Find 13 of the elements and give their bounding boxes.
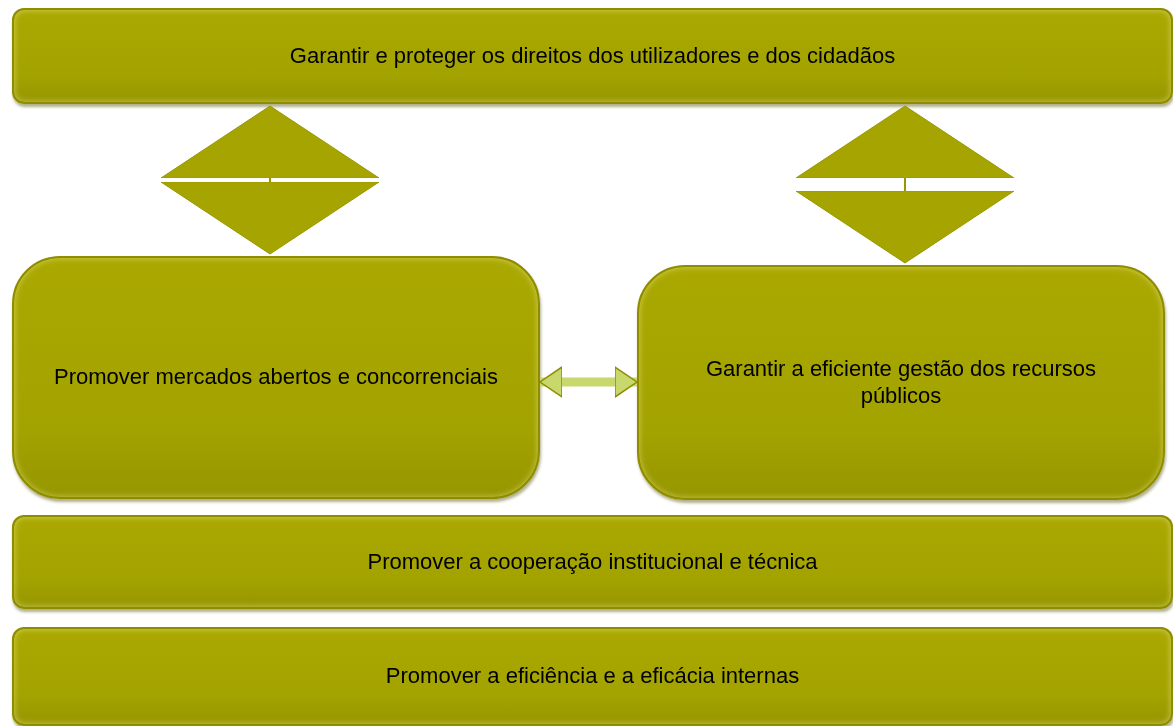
double-arrow: [795, 105, 1015, 264]
box-label: Garantir a eficiente gestão dos recursos públicos: [704, 355, 1098, 410]
banner-box: [12, 515, 1173, 609]
banner-box: [12, 8, 1173, 104]
double-arrow: [160, 105, 380, 255]
rounded-box: [12, 256, 540, 499]
box-label: Promover a cooperação institucional e técnica: [367, 548, 818, 576]
box-label: Promover a eficiência e a eficácia internas: [385, 663, 800, 690]
box-label: Garantir e proteger os direitos dos utilizadores e dos cidadãos: [289, 42, 896, 70]
rounded-box: [637, 265, 1165, 500]
banner-box: [12, 627, 1173, 726]
box-label: Promover mercados abertos e concorrenciais: [54, 364, 498, 391]
double-arrow: [539, 366, 638, 398]
